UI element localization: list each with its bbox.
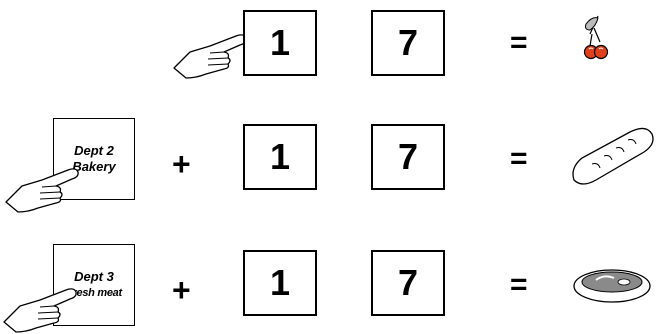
pointing-hand-icon [0, 270, 82, 334]
pointing-hand-icon [170, 20, 250, 80]
key-1[interactable]: 1 [243, 10, 317, 76]
steak-icon [570, 262, 654, 310]
key-7[interactable]: 7 [371, 10, 445, 76]
bread-icon [568, 124, 656, 188]
key-1[interactable]: 1 [243, 250, 317, 316]
pointing-hand-icon [2, 150, 84, 214]
key-7[interactable]: 7 [371, 124, 445, 190]
equals-sign: = [510, 270, 528, 300]
key-1[interactable]: 1 [243, 124, 317, 190]
key-7[interactable]: 7 [371, 250, 445, 316]
cherries-icon [582, 14, 610, 64]
plus-sign: + [172, 148, 191, 180]
equals-sign: = [510, 28, 528, 58]
equals-sign: = [510, 144, 528, 174]
plus-sign: + [172, 274, 191, 306]
